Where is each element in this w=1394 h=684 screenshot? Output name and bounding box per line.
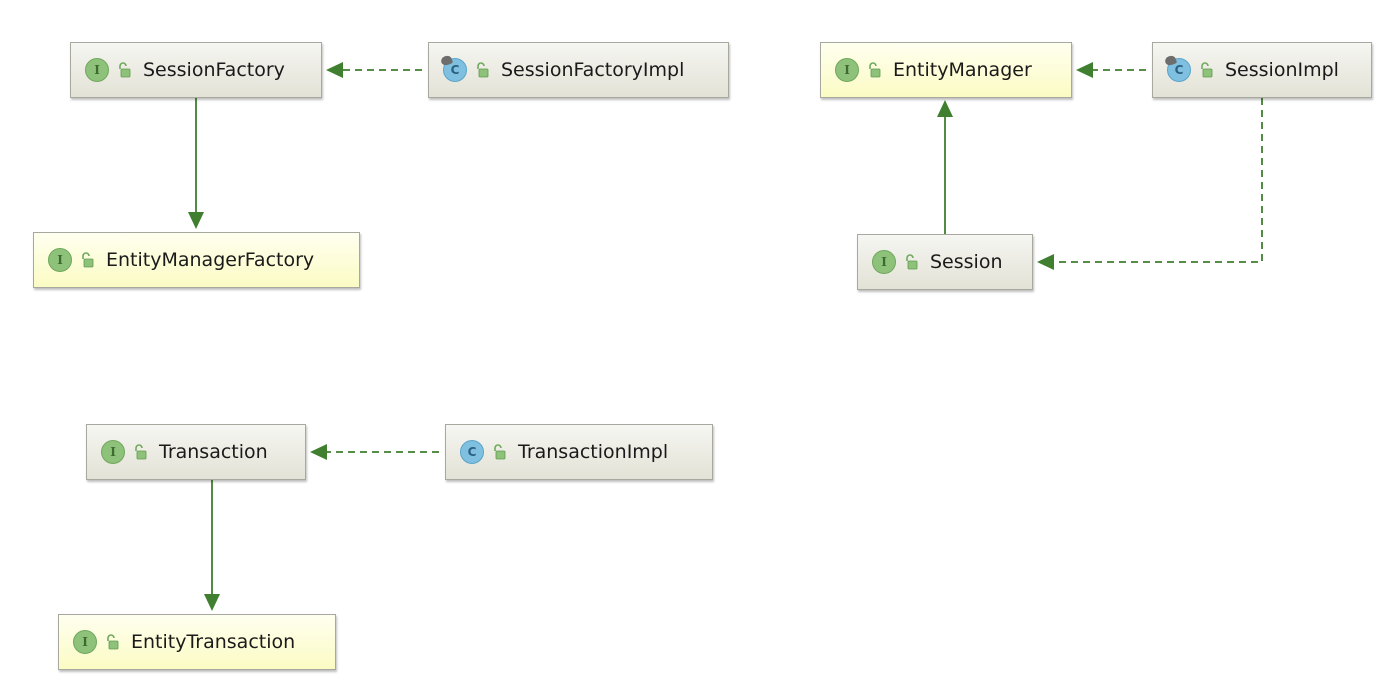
unlocked-padlock-icon [906,254,918,270]
unlocked-padlock-icon [1201,62,1213,78]
unlocked-padlock-icon [494,444,506,460]
node-label: TransactionImpl [518,441,669,463]
unlocked-padlock-icon [869,62,881,78]
class-badge-icon: C [443,58,467,82]
interface-badge-icon: I [48,248,72,272]
class-badge-icon: C [460,440,484,464]
unlocked-padlock-icon [82,252,94,268]
node-session-factory-impl[interactable]: C SessionFactoryImpl [428,42,729,98]
node-entity-manager[interactable]: I EntityManager [820,42,1072,98]
node-label: SessionImpl [1225,59,1339,81]
interface-badge-icon: I [73,630,97,654]
node-label: EntityTransaction [131,631,296,653]
node-session-impl[interactable]: C SessionImpl [1152,42,1372,98]
interface-badge-icon: I [85,58,109,82]
arrowhead [1037,254,1054,270]
arrowhead [204,594,220,611]
implements-edge [1053,98,1263,263]
unlocked-padlock-icon [107,634,119,650]
arrowhead [310,444,327,460]
node-transaction-impl[interactable]: C TransactionImpl [445,424,713,480]
interface-badge-icon: I [872,250,896,274]
node-label: SessionFactoryImpl [501,59,685,81]
node-label: SessionFactory [143,59,285,81]
arrowhead [188,212,204,229]
arrowhead [937,100,953,117]
arrowhead [326,62,343,78]
node-label: Transaction [159,441,268,463]
node-label: EntityManagerFactory [106,249,315,271]
node-transaction[interactable]: I Transaction [86,424,306,480]
unlocked-padlock-icon [135,444,147,460]
node-label: Session [930,251,1003,273]
arrowhead [1076,62,1093,78]
class-badge-icon: C [1167,58,1191,82]
unlocked-padlock-icon [477,62,489,78]
interface-badge-icon: I [835,58,859,82]
unlocked-padlock-icon [119,62,131,78]
node-label: EntityManager [893,59,1032,81]
node-entity-manager-factory[interactable]: I EntityManagerFactory [33,232,360,288]
node-entity-transaction[interactable]: I EntityTransaction [58,614,336,670]
interface-badge-icon: I [101,440,125,464]
node-session-factory[interactable]: I SessionFactory [70,42,322,98]
node-session[interactable]: I Session [857,234,1033,290]
